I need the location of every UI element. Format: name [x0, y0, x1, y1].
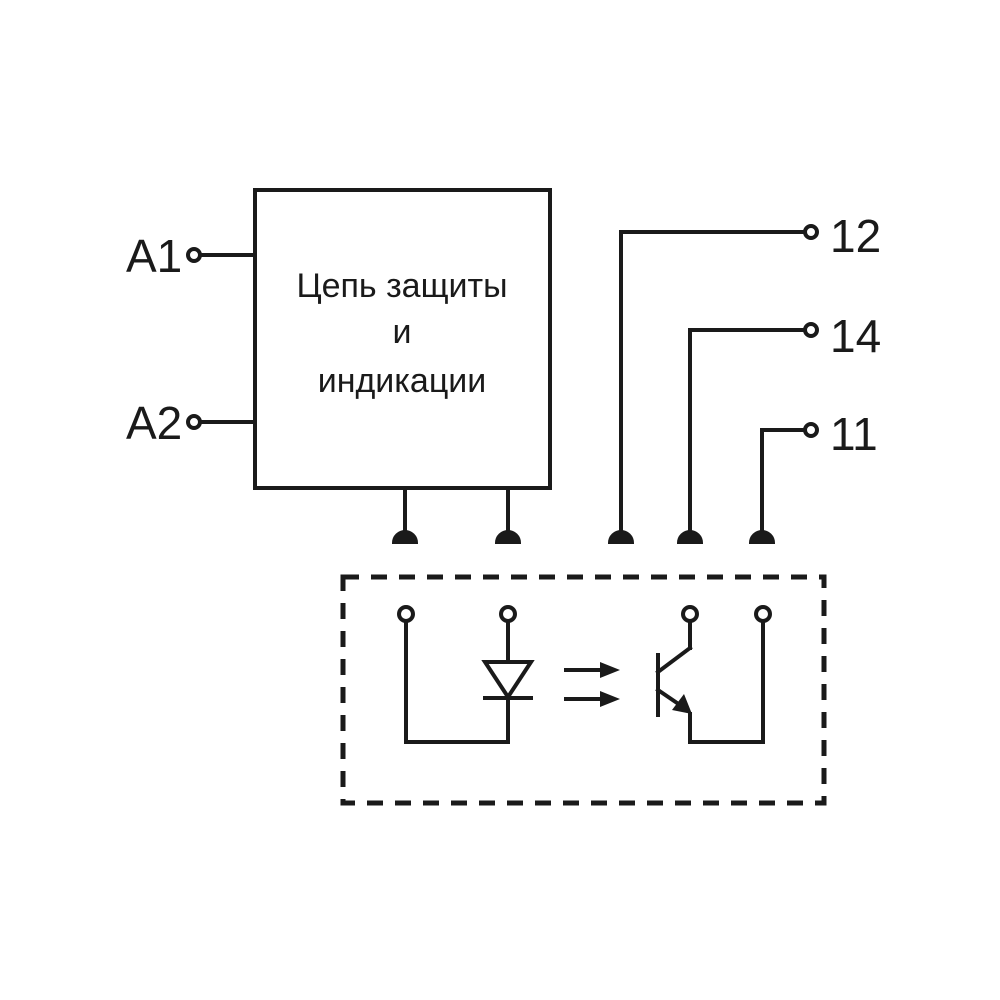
block-title-line3: индикации — [318, 362, 487, 400]
socket-terminal-4 — [754, 605, 772, 623]
plug-right — [494, 530, 522, 544]
terminal-12[interactable] — [803, 224, 819, 240]
optocoupler-module — [340, 574, 827, 806]
socket-terminal-2 — [499, 605, 517, 623]
contact-14-wire — [688, 328, 807, 532]
phototransistor-icon — [655, 645, 693, 717]
terminal-11[interactable] — [803, 422, 819, 438]
protection-indication-block — [253, 188, 552, 490]
a2-terminal[interactable] — [186, 414, 202, 430]
terminal-14-label: 14 — [830, 310, 881, 362]
socket-terminal-3 — [681, 605, 699, 623]
contact-12-wire — [619, 230, 807, 532]
plug-11 — [748, 530, 776, 544]
plug-14 — [676, 530, 704, 544]
contact-11-wire — [760, 428, 807, 532]
block-title-line2: и — [393, 313, 412, 351]
socket-terminal-1 — [397, 605, 415, 623]
led-loop-wire — [404, 619, 510, 744]
terminal-14[interactable] — [803, 322, 819, 338]
a2-label: A2 — [126, 397, 182, 449]
block-title-line1: Цепь защиты — [296, 267, 507, 305]
a1-terminal[interactable] — [186, 247, 202, 263]
plug-left — [391, 530, 419, 544]
plug-12 — [607, 530, 635, 544]
a1-label: A1 — [126, 230, 182, 282]
light-arrows-icon — [564, 662, 620, 707]
terminal-12-label: 12 — [830, 210, 881, 262]
transistor-emitter-loop — [688, 619, 765, 744]
terminal-11-label: 11 — [830, 408, 878, 460]
led-icon — [481, 660, 535, 701]
